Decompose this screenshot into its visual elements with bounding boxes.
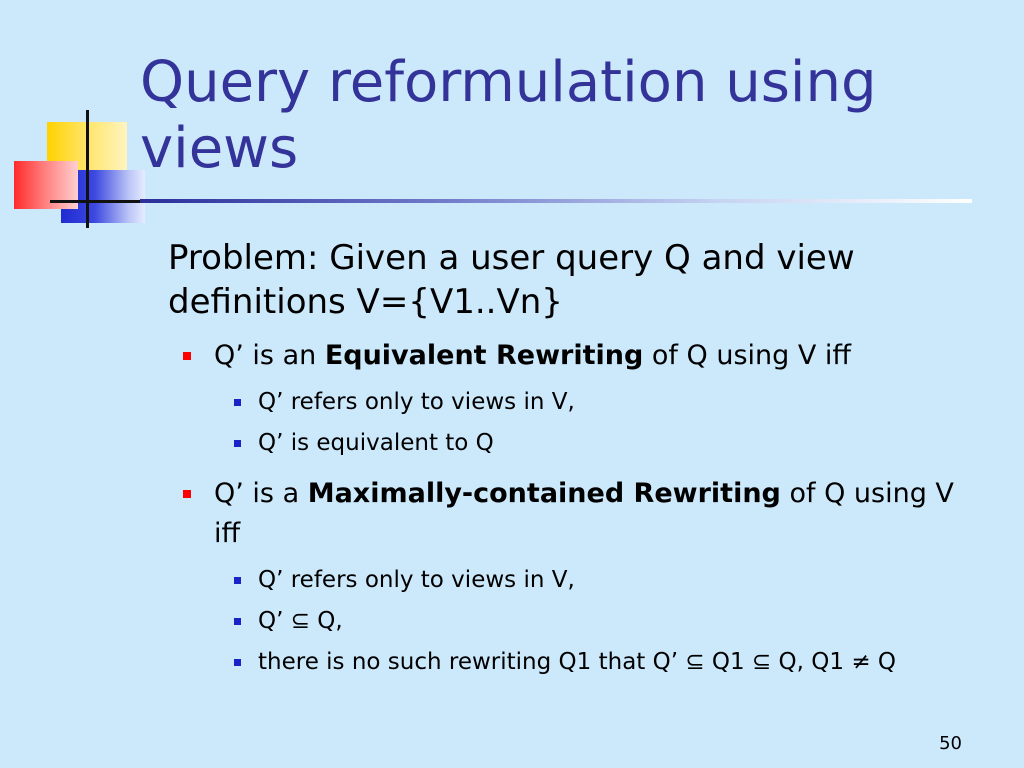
maximal-term: Maximally-contained Rewriting xyxy=(307,478,781,509)
sub-bullet-item: Q’ is equivalent to Q xyxy=(168,423,978,464)
sub-bullet-text: Q’ refers only to views in V, xyxy=(258,567,575,593)
sub-bullet-item: Q’ ⊆ Q, xyxy=(168,601,978,642)
sub-bullet-text: there is no such rewriting Q1 that Q’ ⊆ … xyxy=(258,649,897,675)
square-bullet-icon xyxy=(234,577,241,584)
equivalent-pre: Q’ is an xyxy=(214,340,325,371)
equivalent-rewriting-item: Q’ is an Equivalent Rewriting of Q using… xyxy=(168,336,978,376)
equivalent-term: Equivalent Rewriting xyxy=(324,340,644,371)
title-underline xyxy=(140,199,972,203)
sub-bullet-item: there is no such rewriting Q1 that Q’ ⊆ … xyxy=(168,642,978,683)
sub-bullet-item: Q’ refers only to views in V, xyxy=(168,382,978,423)
maximal-post: of Q using V iff xyxy=(214,478,954,549)
square-bullet-icon xyxy=(234,618,241,625)
square-bullet-icon xyxy=(234,659,241,666)
square-bullet-icon xyxy=(183,352,191,360)
page-number: 50 xyxy=(939,733,962,754)
square-bullet-icon xyxy=(183,490,191,498)
slide-body: Problem: Given a user query Q and view d… xyxy=(168,236,978,683)
maximally-contained-rewriting-item: Q’ is a Maximally-contained Rewriting of… xyxy=(168,474,978,554)
problem-statement: Problem: Given a user query Q and view d… xyxy=(168,238,855,322)
sub-bullet-item: Q’ refers only to views in V, xyxy=(168,560,978,601)
sub-bullet-text: Q’ refers only to views in V, xyxy=(258,389,575,415)
maximal-pre: Q’ is a xyxy=(214,478,308,509)
square-bullet-icon xyxy=(234,440,241,447)
sub-bullet-text: Q’ ⊆ Q, xyxy=(258,608,343,634)
horizontal-line xyxy=(50,200,150,203)
square-bullet-icon xyxy=(234,399,241,406)
decorative-squares-logo xyxy=(0,0,150,240)
slide-title: Query reformulation using views xyxy=(140,50,877,181)
equivalent-post: of Q using V iff xyxy=(643,340,852,371)
vertical-line xyxy=(86,110,89,228)
sub-bullet-text: Q’ is equivalent to Q xyxy=(258,430,494,456)
